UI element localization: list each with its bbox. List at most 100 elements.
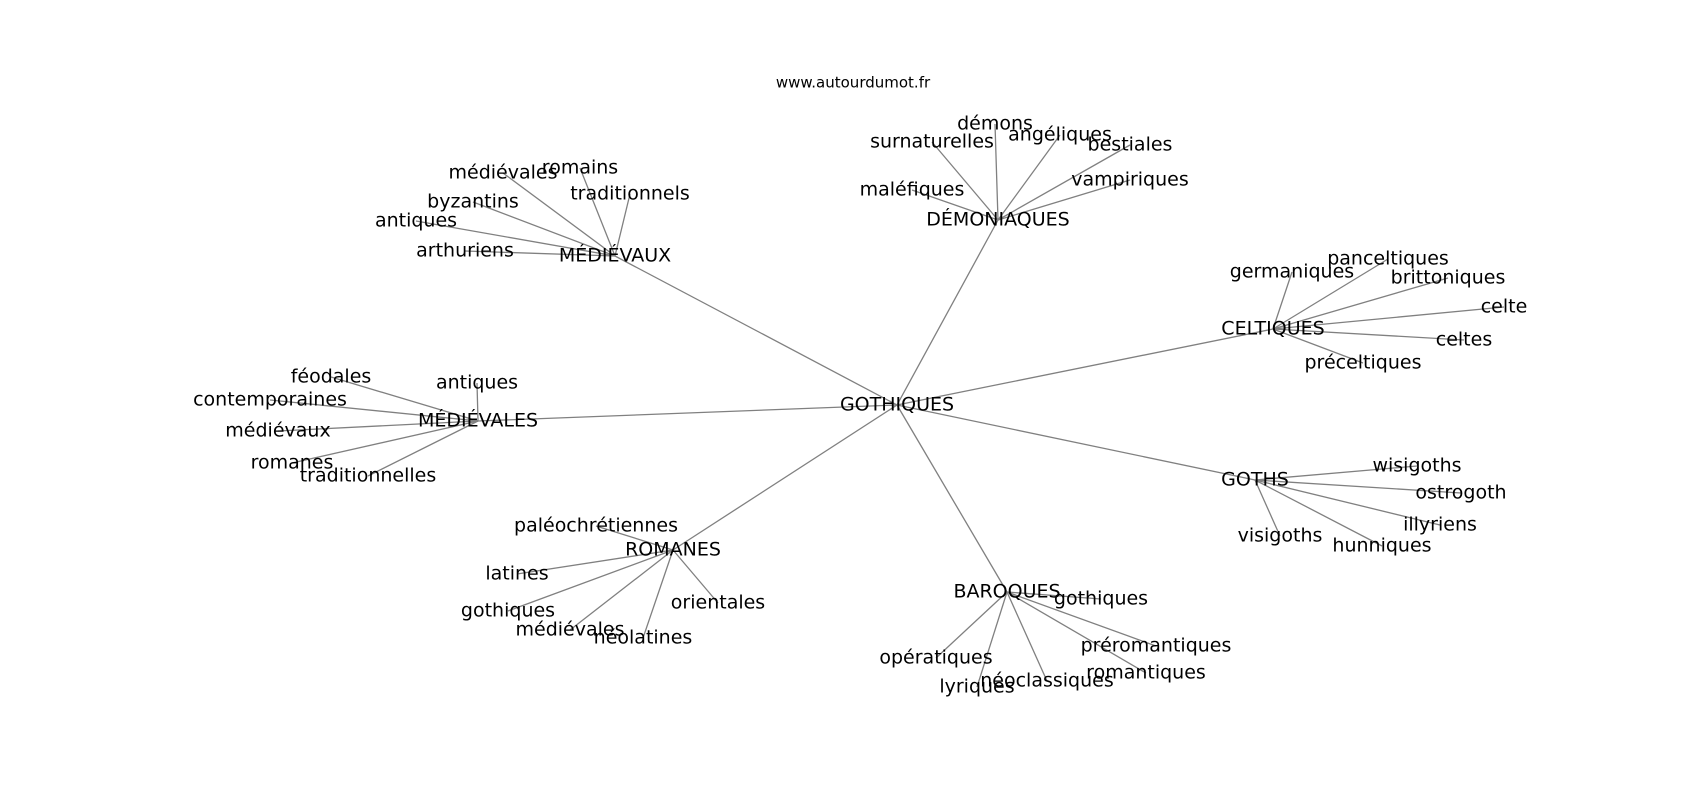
center-hub-edge bbox=[896, 328, 1274, 406]
center-hub-edge bbox=[896, 219, 999, 406]
hub-leaf-edge bbox=[642, 549, 674, 639]
hub-leaf-edge bbox=[1006, 591, 1102, 600]
center-node-label: GOTHIQUES bbox=[840, 394, 954, 416]
leaf-node-label: maléfiques bbox=[860, 179, 965, 201]
leaf-node-label: gothiques bbox=[461, 600, 555, 622]
hub-node-label: GOTHS bbox=[1221, 469, 1289, 491]
hub-leaf-edge bbox=[1254, 465, 1418, 481]
hub-leaf-edge bbox=[997, 144, 1131, 221]
hub-leaf-edge bbox=[476, 382, 479, 422]
hub-node-label: MÉDIÉVAUX bbox=[559, 244, 671, 267]
hub-leaf-edge bbox=[1254, 479, 1383, 547]
leaf-node-label: brittoniques bbox=[1391, 267, 1506, 289]
leaf-node-label: bestiales bbox=[1088, 134, 1173, 156]
leaf-node-label: lyriques bbox=[939, 676, 1014, 698]
hub-leaf-edge bbox=[1006, 591, 1147, 674]
hub-node-label: ROMANES bbox=[625, 539, 721, 561]
leaf-node-label: préromantiques bbox=[1081, 635, 1232, 657]
leaf-node-label: médiévaux bbox=[225, 420, 330, 442]
hub-leaf-edge bbox=[502, 172, 616, 257]
center-hub-edge bbox=[614, 255, 898, 406]
leaf-node-label: néoclassiques bbox=[980, 670, 1114, 692]
center-hub-edge bbox=[896, 404, 1256, 481]
leaf-node-label: romantiques bbox=[1086, 662, 1206, 684]
edge-layer bbox=[269, 123, 1505, 688]
center-hub-edge bbox=[477, 404, 898, 422]
leaf-node-label: gothiques bbox=[1054, 588, 1148, 610]
hub-leaf-edge bbox=[997, 179, 1131, 221]
hub-leaf-edge bbox=[330, 376, 479, 422]
hub-leaf-edge bbox=[464, 250, 616, 257]
leaf-node-label: féodales bbox=[291, 366, 372, 388]
hub-leaf-edge bbox=[579, 167, 616, 257]
hub-leaf-edge bbox=[595, 525, 674, 551]
hub-leaf-edge bbox=[507, 549, 674, 612]
leaf-node-label: préceltiques bbox=[1305, 352, 1422, 374]
hub-leaf-edge bbox=[1006, 591, 1157, 647]
hub-leaf-edge bbox=[1254, 479, 1441, 526]
leaf-node-label: surnaturelles bbox=[870, 131, 994, 153]
leaf-node-label: angéliques bbox=[1008, 124, 1112, 146]
leaf-node-label: illyriens bbox=[1403, 514, 1477, 536]
hub-leaf-edge bbox=[976, 591, 1008, 688]
hub-leaf-edge bbox=[415, 220, 616, 257]
leaf-node-label: visigoths bbox=[1238, 525, 1323, 547]
leaf-node-label: médiévales bbox=[516, 619, 625, 641]
leaf-node-label: ostrogoth bbox=[1415, 482, 1506, 504]
hub-leaf-edge bbox=[569, 549, 674, 631]
leaf-node-label: arthuriens bbox=[416, 240, 514, 262]
hub-leaf-edge bbox=[1254, 479, 1462, 494]
leaf-node-label: traditionnels bbox=[570, 183, 690, 205]
hub-leaf-edge bbox=[1272, 328, 1364, 364]
source-label: www.autourdumot.fr bbox=[776, 74, 931, 92]
hub-leaf-edge bbox=[997, 134, 1061, 221]
leaf-node-label: traditionnelles bbox=[300, 465, 437, 487]
hub-leaf-edge bbox=[1254, 479, 1281, 537]
hub-leaf-edge bbox=[269, 399, 479, 422]
hub-leaf-edge bbox=[1272, 277, 1449, 330]
leaf-node-label: antiques bbox=[375, 210, 457, 232]
hub-node-label: BAROQUES bbox=[953, 581, 1060, 603]
leaf-node-label: romains bbox=[542, 157, 618, 179]
hub-leaf-edge bbox=[277, 420, 479, 432]
leaf-node-label: antiques bbox=[436, 372, 518, 394]
leaf-node-label: opératiques bbox=[879, 647, 992, 669]
leaf-node-label: démons bbox=[957, 113, 1033, 135]
leaf-node-label: germaniques bbox=[1230, 261, 1354, 283]
hub-leaf-edge bbox=[672, 549, 719, 604]
hub-leaf-edge bbox=[291, 420, 479, 464]
hub-node-label: DÉMONIAQUES bbox=[926, 208, 1069, 231]
center-hub-edge bbox=[896, 404, 1008, 593]
hub-leaf-edge bbox=[931, 141, 999, 221]
hub-leaf-edge bbox=[1272, 271, 1293, 330]
leaf-node-label: panceltiques bbox=[1327, 248, 1449, 270]
leaf-node-label: celtes bbox=[1436, 329, 1492, 351]
label-layer: GOTHIQUESMÉDIÉVAUXmédiévalesromainsbyzan… bbox=[193, 113, 1527, 698]
leaf-node-label: celte bbox=[1481, 296, 1528, 318]
leaf-node-label: médiévales bbox=[449, 162, 558, 184]
hub-leaf-edge bbox=[1272, 258, 1389, 330]
hub-leaf-edge bbox=[1272, 328, 1465, 341]
hub-leaf-edge bbox=[1272, 306, 1505, 330]
leaf-node-label: hunniques bbox=[1332, 535, 1431, 557]
hub-leaf-edge bbox=[367, 420, 479, 477]
hub-leaf-edge bbox=[516, 549, 674, 575]
leaf-node-label: wisigoths bbox=[1372, 455, 1461, 477]
hub-leaf-edge bbox=[911, 189, 999, 221]
leaf-node-label: néolatines bbox=[594, 627, 693, 649]
hub-node-label: CELTIQUES bbox=[1221, 318, 1324, 340]
leaf-node-label: paléochrétiennes bbox=[514, 515, 678, 537]
hub-leaf-edge bbox=[994, 123, 999, 221]
hub-leaf-edge bbox=[614, 193, 631, 257]
hub-node-label: MÉDIÉVALES bbox=[418, 409, 538, 432]
leaf-node-label: vampiriques bbox=[1071, 169, 1189, 191]
hub-leaf-edge bbox=[472, 201, 616, 257]
hub-leaf-edge bbox=[935, 591, 1008, 659]
hub-leaf-edge bbox=[1006, 591, 1048, 682]
leaf-node-label: contemporaines bbox=[193, 389, 347, 411]
leaf-node-label: latines bbox=[485, 563, 548, 585]
leaf-node-label: romanes bbox=[251, 452, 334, 474]
leaf-node-label: byzantins bbox=[427, 191, 519, 213]
center-hub-edge bbox=[672, 404, 898, 551]
